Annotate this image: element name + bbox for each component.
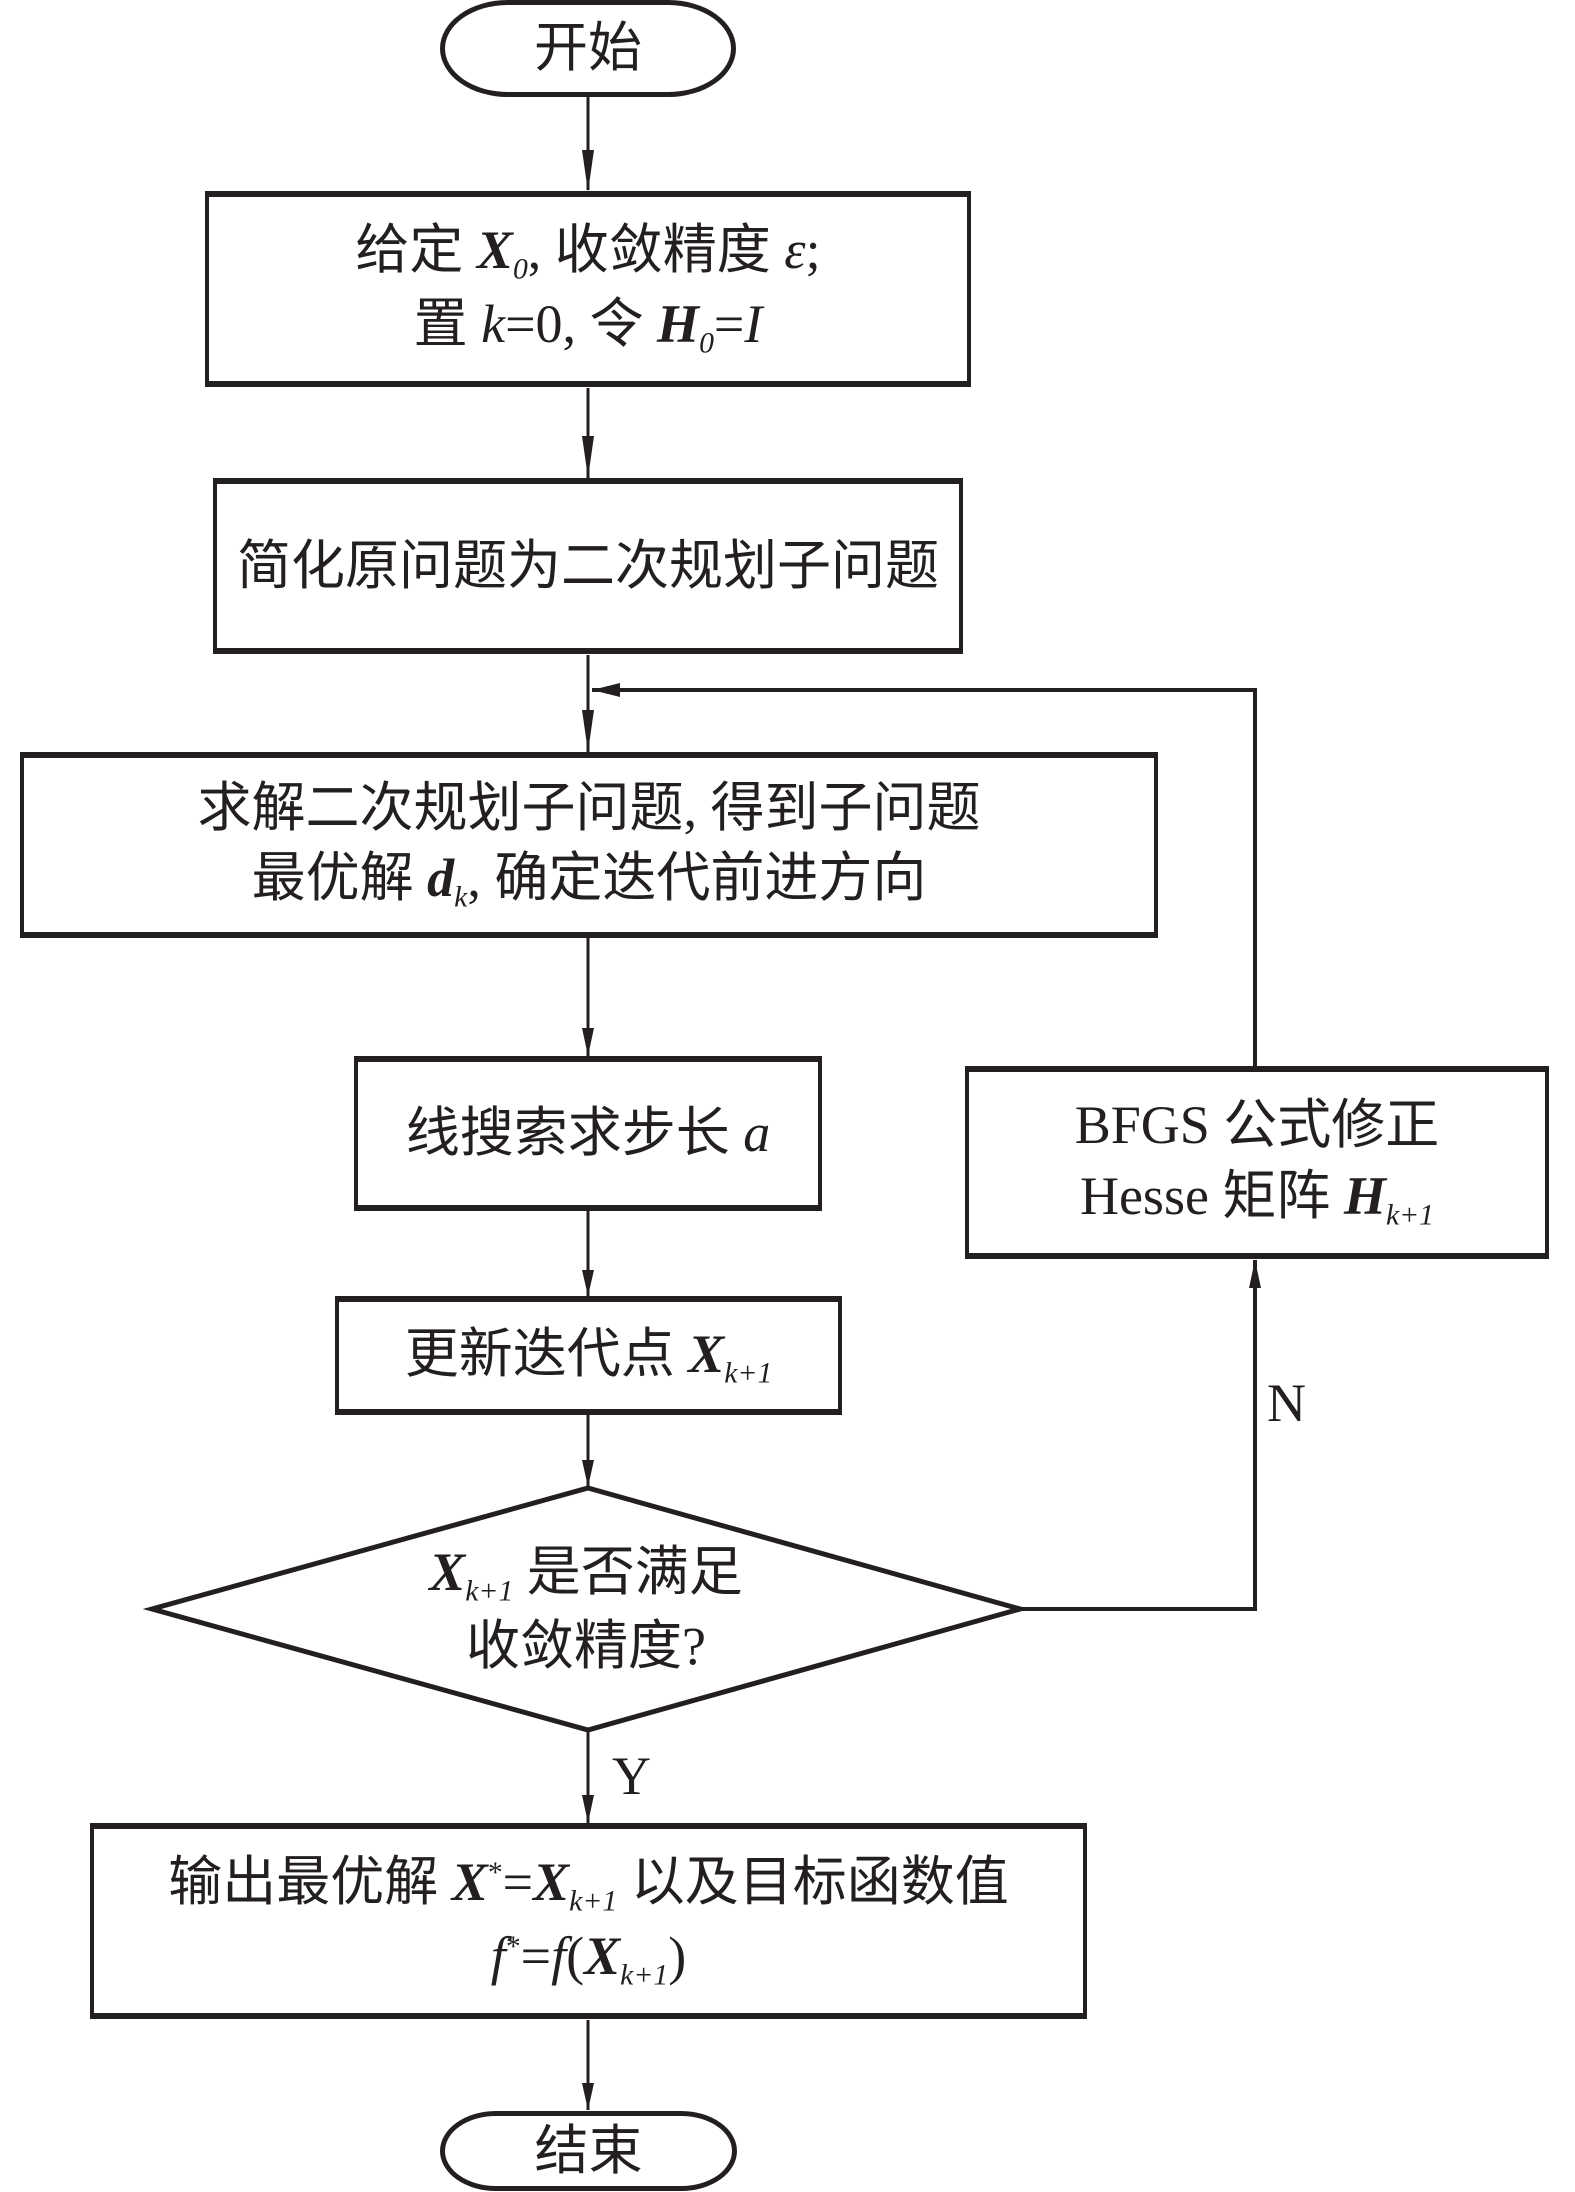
bfgs-line1: BFGS 公式修正 bbox=[1074, 1095, 1440, 1156]
arrowhead bbox=[1249, 1260, 1261, 1288]
start-terminal: 开始 bbox=[440, 0, 736, 97]
line-search-box: 线搜索求步长 a bbox=[354, 1056, 822, 1211]
decision-diamond bbox=[142, 1485, 1030, 1733]
output-box: 输出最优解 X*=Xk+1 以及目标函数值 f*=f(Xk+1) bbox=[90, 1823, 1087, 2019]
update-label: 更新迭代点 Xk+1 bbox=[404, 1323, 773, 1389]
init-line1: 给定 X0, 收敛精度 ε; bbox=[355, 220, 821, 286]
solve-box: 求解二次规划子问题, 得到子问题 最优解 dk, 确定迭代前进方向 bbox=[20, 752, 1158, 938]
arrow-no-branch bbox=[1020, 1260, 1257, 1611]
bfgs-box: BFGS 公式修正 Hesse 矩阵 Hk+1 bbox=[965, 1066, 1549, 1259]
arrowhead bbox=[582, 710, 594, 752]
bfgs-line2: Hesse 矩阵 Hk+1 bbox=[1079, 1165, 1435, 1231]
decision-label: Xk+1 是否满足 收敛精度? bbox=[429, 1541, 743, 1676]
arrowhead bbox=[592, 683, 620, 697]
arrowhead bbox=[582, 1028, 594, 1056]
arrowhead bbox=[582, 150, 594, 192]
output-line1: 输出最优解 X*=Xk+1 以及目标函数值 bbox=[168, 1852, 1009, 1918]
end-terminal: 结束 bbox=[440, 2111, 737, 2191]
update-box: 更新迭代点 Xk+1 bbox=[335, 1296, 842, 1415]
init-line2: 置 k=0, 令 H0=I bbox=[413, 294, 763, 360]
end-label: 结束 bbox=[534, 2120, 643, 2181]
arrowhead bbox=[582, 2083, 594, 2110]
simplify-box: 简化原问题为二次规划子问题 bbox=[213, 478, 963, 654]
yes-branch-label: Y bbox=[612, 1746, 651, 1806]
solve-line1: 求解二次规划子问题, 得到子问题 bbox=[197, 777, 981, 838]
arrowhead bbox=[582, 1795, 594, 1823]
simplify-label: 简化原问题为二次规划子问题 bbox=[237, 535, 939, 596]
arrowhead bbox=[582, 1270, 594, 1296]
arrowhead bbox=[582, 436, 594, 478]
start-label: 开始 bbox=[534, 18, 642, 79]
solve-line2: 最优解 dk, 确定迭代前进方向 bbox=[251, 848, 927, 914]
no-branch-label: N bbox=[1267, 1373, 1306, 1433]
init-box: 给定 X0, 收敛精度 ε; 置 k=0, 令 H0=I bbox=[205, 191, 971, 387]
arrowhead bbox=[582, 1460, 594, 1487]
arrow-loop-back bbox=[592, 688, 1257, 1067]
output-line2: f*=f(Xk+1) bbox=[490, 1926, 687, 1992]
line-search-label: 线搜索求步长 a bbox=[405, 1103, 771, 1164]
